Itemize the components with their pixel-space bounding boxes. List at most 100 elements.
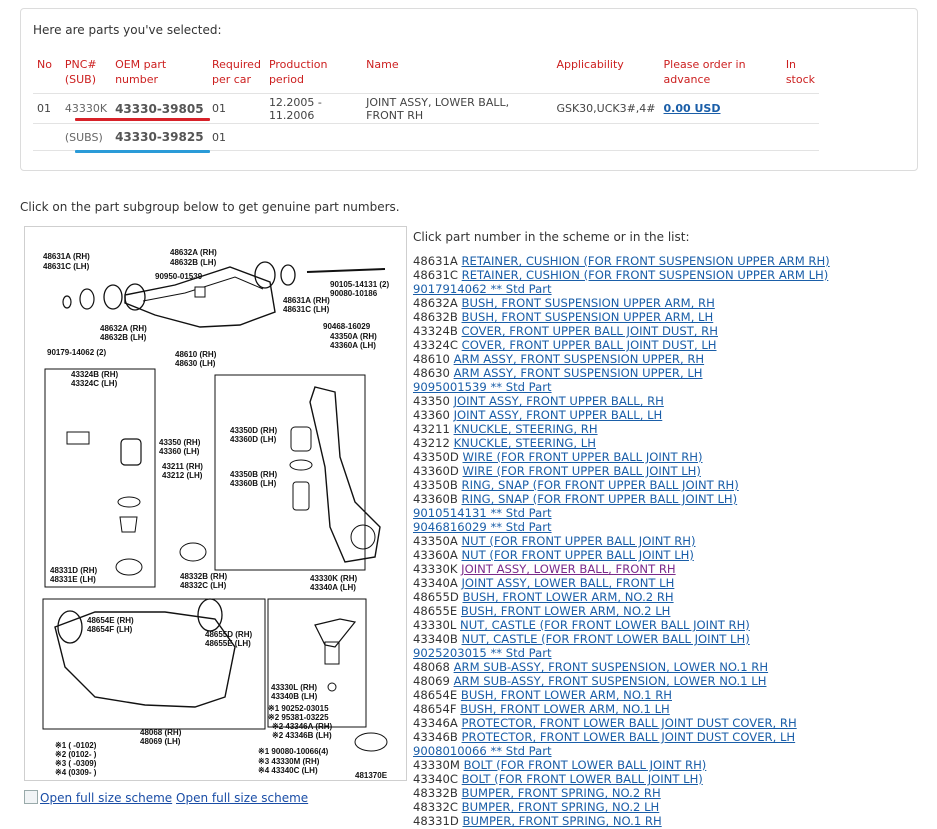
scheme-label[interactable]: 43211 (RH): [162, 462, 203, 471]
part-link[interactable]: PROTECTOR, FRONT LOWER BALL JOINT DUST C…: [461, 716, 797, 730]
scheme-label[interactable]: 48632A (RH): [100, 324, 147, 333]
part-link[interactable]: BOLT (FOR FRONT LOWER BALL JOINT LH): [461, 772, 703, 786]
part-link[interactable]: BUMPER, FRONT SPRING, NO.2 LH: [461, 800, 660, 814]
scheme-label[interactable]: 48654E (RH): [87, 616, 134, 625]
scheme-label[interactable]: 43350B (RH): [230, 470, 277, 479]
scheme-label[interactable]: 90105-14131 (2): [330, 280, 389, 289]
scheme-label[interactable]: 48631C (LH): [283, 305, 330, 314]
part-link[interactable]: NUT, CASTLE (FOR FRONT LOWER BALL JOINT …: [460, 618, 750, 632]
scheme-label[interactable]: 43330K (RH): [310, 574, 357, 583]
scheme-label[interactable]: 48632A (RH): [170, 248, 217, 257]
price-link[interactable]: 0.00 USD: [663, 102, 721, 115]
part-link[interactable]: 9017914062 ** Std Part: [413, 282, 552, 296]
scheme-label[interactable]: ※4 43340C (LH): [258, 766, 318, 775]
cell-price[interactable]: 0.00 USD: [659, 93, 782, 124]
scheme-label[interactable]: 43350A (RH): [330, 332, 377, 341]
part-link[interactable]: COVER, FRONT UPPER BALL JOINT DUST, RH: [461, 324, 718, 338]
scheme-label[interactable]: ※3 43330M (RH): [258, 757, 320, 766]
scheme-label[interactable]: 48069 (LH): [140, 737, 181, 746]
part-link[interactable]: ARM SUB-ASSY, FRONT SUSPENSION, LOWER NO…: [453, 674, 767, 688]
part-link[interactable]: ARM ASSY, FRONT SUSPENSION UPPER, LH: [453, 366, 703, 380]
part-link[interactable]: JOINT ASSY, LOWER BALL, FRONT RH: [461, 562, 676, 576]
scheme-label[interactable]: 48655D (RH): [205, 630, 252, 639]
scheme-label[interactable]: 48068 (RH): [140, 728, 182, 737]
part-link[interactable]: RING, SNAP (FOR FRONT UPPER BALL JOINT L…: [461, 492, 738, 506]
scheme-label[interactable]: 90179-14062 (2): [47, 348, 106, 357]
scheme-label[interactable]: 43340B (LH): [271, 692, 318, 701]
part-link[interactable]: WIRE (FOR FRONT UPPER BALL JOINT LH): [462, 464, 701, 478]
scheme-label[interactable]: ※2 (0102- ): [55, 750, 97, 759]
part-link[interactable]: NUT (FOR FRONT UPPER BALL JOINT LH): [461, 548, 694, 562]
scheme-label[interactable]: ※2 95381-03225: [268, 713, 329, 722]
part-link[interactable]: WIRE (FOR FRONT UPPER BALL JOINT RH): [462, 450, 703, 464]
part-link[interactable]: 9095001539 ** Std Part: [413, 380, 552, 394]
scheme-label[interactable]: 90468-16029: [323, 322, 371, 331]
part-link[interactable]: KNUCKLE, STEERING, RH: [453, 422, 598, 436]
scheme-label[interactable]: 43212 (LH): [162, 471, 203, 480]
part-link[interactable]: 9010514131 ** Std Part: [413, 506, 552, 520]
scheme-label[interactable]: 43360D (LH): [230, 435, 277, 444]
scheme-label[interactable]: 48631C (LH): [43, 262, 90, 271]
part-link[interactable]: BUSH, FRONT LOWER ARM, NO.2 RH: [462, 590, 674, 604]
part-link[interactable]: BUSH, FRONT LOWER ARM, NO.1 LH: [460, 702, 670, 716]
scheme-label[interactable]: 43350D (RH): [230, 426, 277, 435]
part-link[interactable]: BUSH, FRONT LOWER ARM, NO.2 LH: [460, 604, 671, 618]
scheme-label[interactable]: 48331E (LH): [50, 575, 96, 584]
part-link[interactable]: JOINT ASSY, FRONT UPPER BALL, LH: [453, 408, 663, 422]
part-link[interactable]: RETAINER, CUSHION (FOR FRONT SUSPENSION …: [461, 254, 830, 268]
scheme-label[interactable]: 48631A (RH): [43, 252, 90, 261]
scheme-label[interactable]: 481370E: [355, 771, 388, 780]
part-link[interactable]: JOINT ASSY, LOWER BALL, FRONT LH: [461, 576, 675, 590]
part-link[interactable]: KNUCKLE, STEERING, LH: [453, 436, 596, 450]
scheme-label[interactable]: 48331D (RH): [50, 566, 97, 575]
part-link[interactable]: 9046816029 ** Std Part: [413, 520, 552, 534]
part-link[interactable]: BUSH, FRONT LOWER ARM, NO.1 RH: [460, 688, 672, 702]
scheme-label[interactable]: ※3 ( -0309): [55, 759, 97, 768]
scheme-label[interactable]: 48632B (LH): [100, 333, 147, 342]
part-link[interactable]: NUT (FOR FRONT UPPER BALL JOINT RH): [461, 534, 696, 548]
scheme-label[interactable]: ※1 90252-03015: [268, 704, 329, 713]
part-link[interactable]: BUMPER, FRONT SPRING, NO.2 RH: [461, 786, 661, 800]
part-link[interactable]: 9008010066 ** Std Part: [413, 744, 552, 758]
scheme-label[interactable]: 48631A (RH): [283, 296, 330, 305]
parts-scheme-diagram[interactable]: 48631A (RH)48631C (LH)48632A (RH)48632B …: [24, 226, 407, 781]
scheme-labels[interactable]: 48631A (RH)48631C (LH)48632A (RH)48632B …: [43, 248, 389, 780]
part-link[interactable]: PROTECTOR, FRONT LOWER BALL JOINT DUST C…: [461, 730, 796, 744]
scheme-label[interactable]: ※4 (0309- ): [55, 768, 97, 777]
part-link[interactable]: ARM ASSY, FRONT SUSPENSION UPPER, RH: [453, 352, 705, 366]
open-full-scheme-link[interactable]: Open full size scheme: [176, 791, 309, 805]
part-link[interactable]: BUMPER, FRONT SPRING, NO.1 RH: [462, 814, 662, 828]
scheme-label[interactable]: 43324B (RH): [71, 370, 118, 379]
part-link[interactable]: NUT, CASTLE (FOR FRONT LOWER BALL JOINT …: [461, 632, 750, 646]
scheme-label[interactable]: 43360B (LH): [230, 479, 277, 488]
part-link[interactable]: JOINT ASSY, FRONT UPPER BALL, RH: [453, 394, 664, 408]
part-link[interactable]: 9025203015 ** Std Part: [413, 646, 552, 660]
part-link[interactable]: BUSH, FRONT SUSPENSION UPPER ARM, RH: [461, 296, 715, 310]
scheme-label[interactable]: 48630 (LH): [175, 359, 216, 368]
part-link[interactable]: COVER, FRONT UPPER BALL JOINT DUST, LH: [461, 338, 717, 352]
part-link[interactable]: RETAINER, CUSHION (FOR FRONT SUSPENSION …: [461, 268, 829, 282]
open-full-scheme-image-link[interactable]: Open full size scheme: [24, 790, 172, 805]
part-link[interactable]: ARM SUB-ASSY, FRONT SUSPENSION, LOWER NO…: [453, 660, 769, 674]
scheme-label[interactable]: 48632B (LH): [170, 258, 217, 267]
scheme-label[interactable]: 48610 (RH): [175, 350, 217, 359]
scheme-label[interactable]: 43350 (RH): [159, 438, 201, 447]
scheme-label[interactable]: ※2 43346B (LH): [272, 731, 332, 740]
scheme-label[interactable]: 48655E (LH): [205, 639, 251, 648]
scheme-label[interactable]: 43360 (LH): [159, 447, 200, 456]
scheme-label[interactable]: 48332C (LH): [180, 581, 227, 590]
part-link[interactable]: BUSH, FRONT SUSPENSION UPPER ARM, LH: [461, 310, 714, 324]
scheme-label[interactable]: 90950-01539: [155, 272, 203, 281]
scheme-label[interactable]: 90080-10186: [330, 289, 378, 298]
scheme-label[interactable]: 43330L (RH): [271, 683, 317, 692]
scheme-drawing[interactable]: 48631A (RH)48631C (LH)48632A (RH)48632B …: [25, 227, 406, 780]
scheme-label[interactable]: 43360A (LH): [330, 341, 376, 350]
scheme-label[interactable]: 48654F (LH): [87, 625, 133, 634]
scheme-label[interactable]: ※1 90080-10066(4): [258, 747, 329, 756]
scheme-label[interactable]: 43324C (LH): [71, 379, 118, 388]
scheme-label[interactable]: ※2 43346A (RH): [272, 722, 333, 731]
part-link[interactable]: BOLT (FOR FRONT LOWER BALL JOINT RH): [463, 758, 707, 772]
scheme-label[interactable]: 43340A (LH): [310, 583, 356, 592]
part-link[interactable]: RING, SNAP (FOR FRONT UPPER BALL JOINT R…: [461, 478, 739, 492]
scheme-label[interactable]: ※1 ( -0102): [55, 741, 97, 750]
